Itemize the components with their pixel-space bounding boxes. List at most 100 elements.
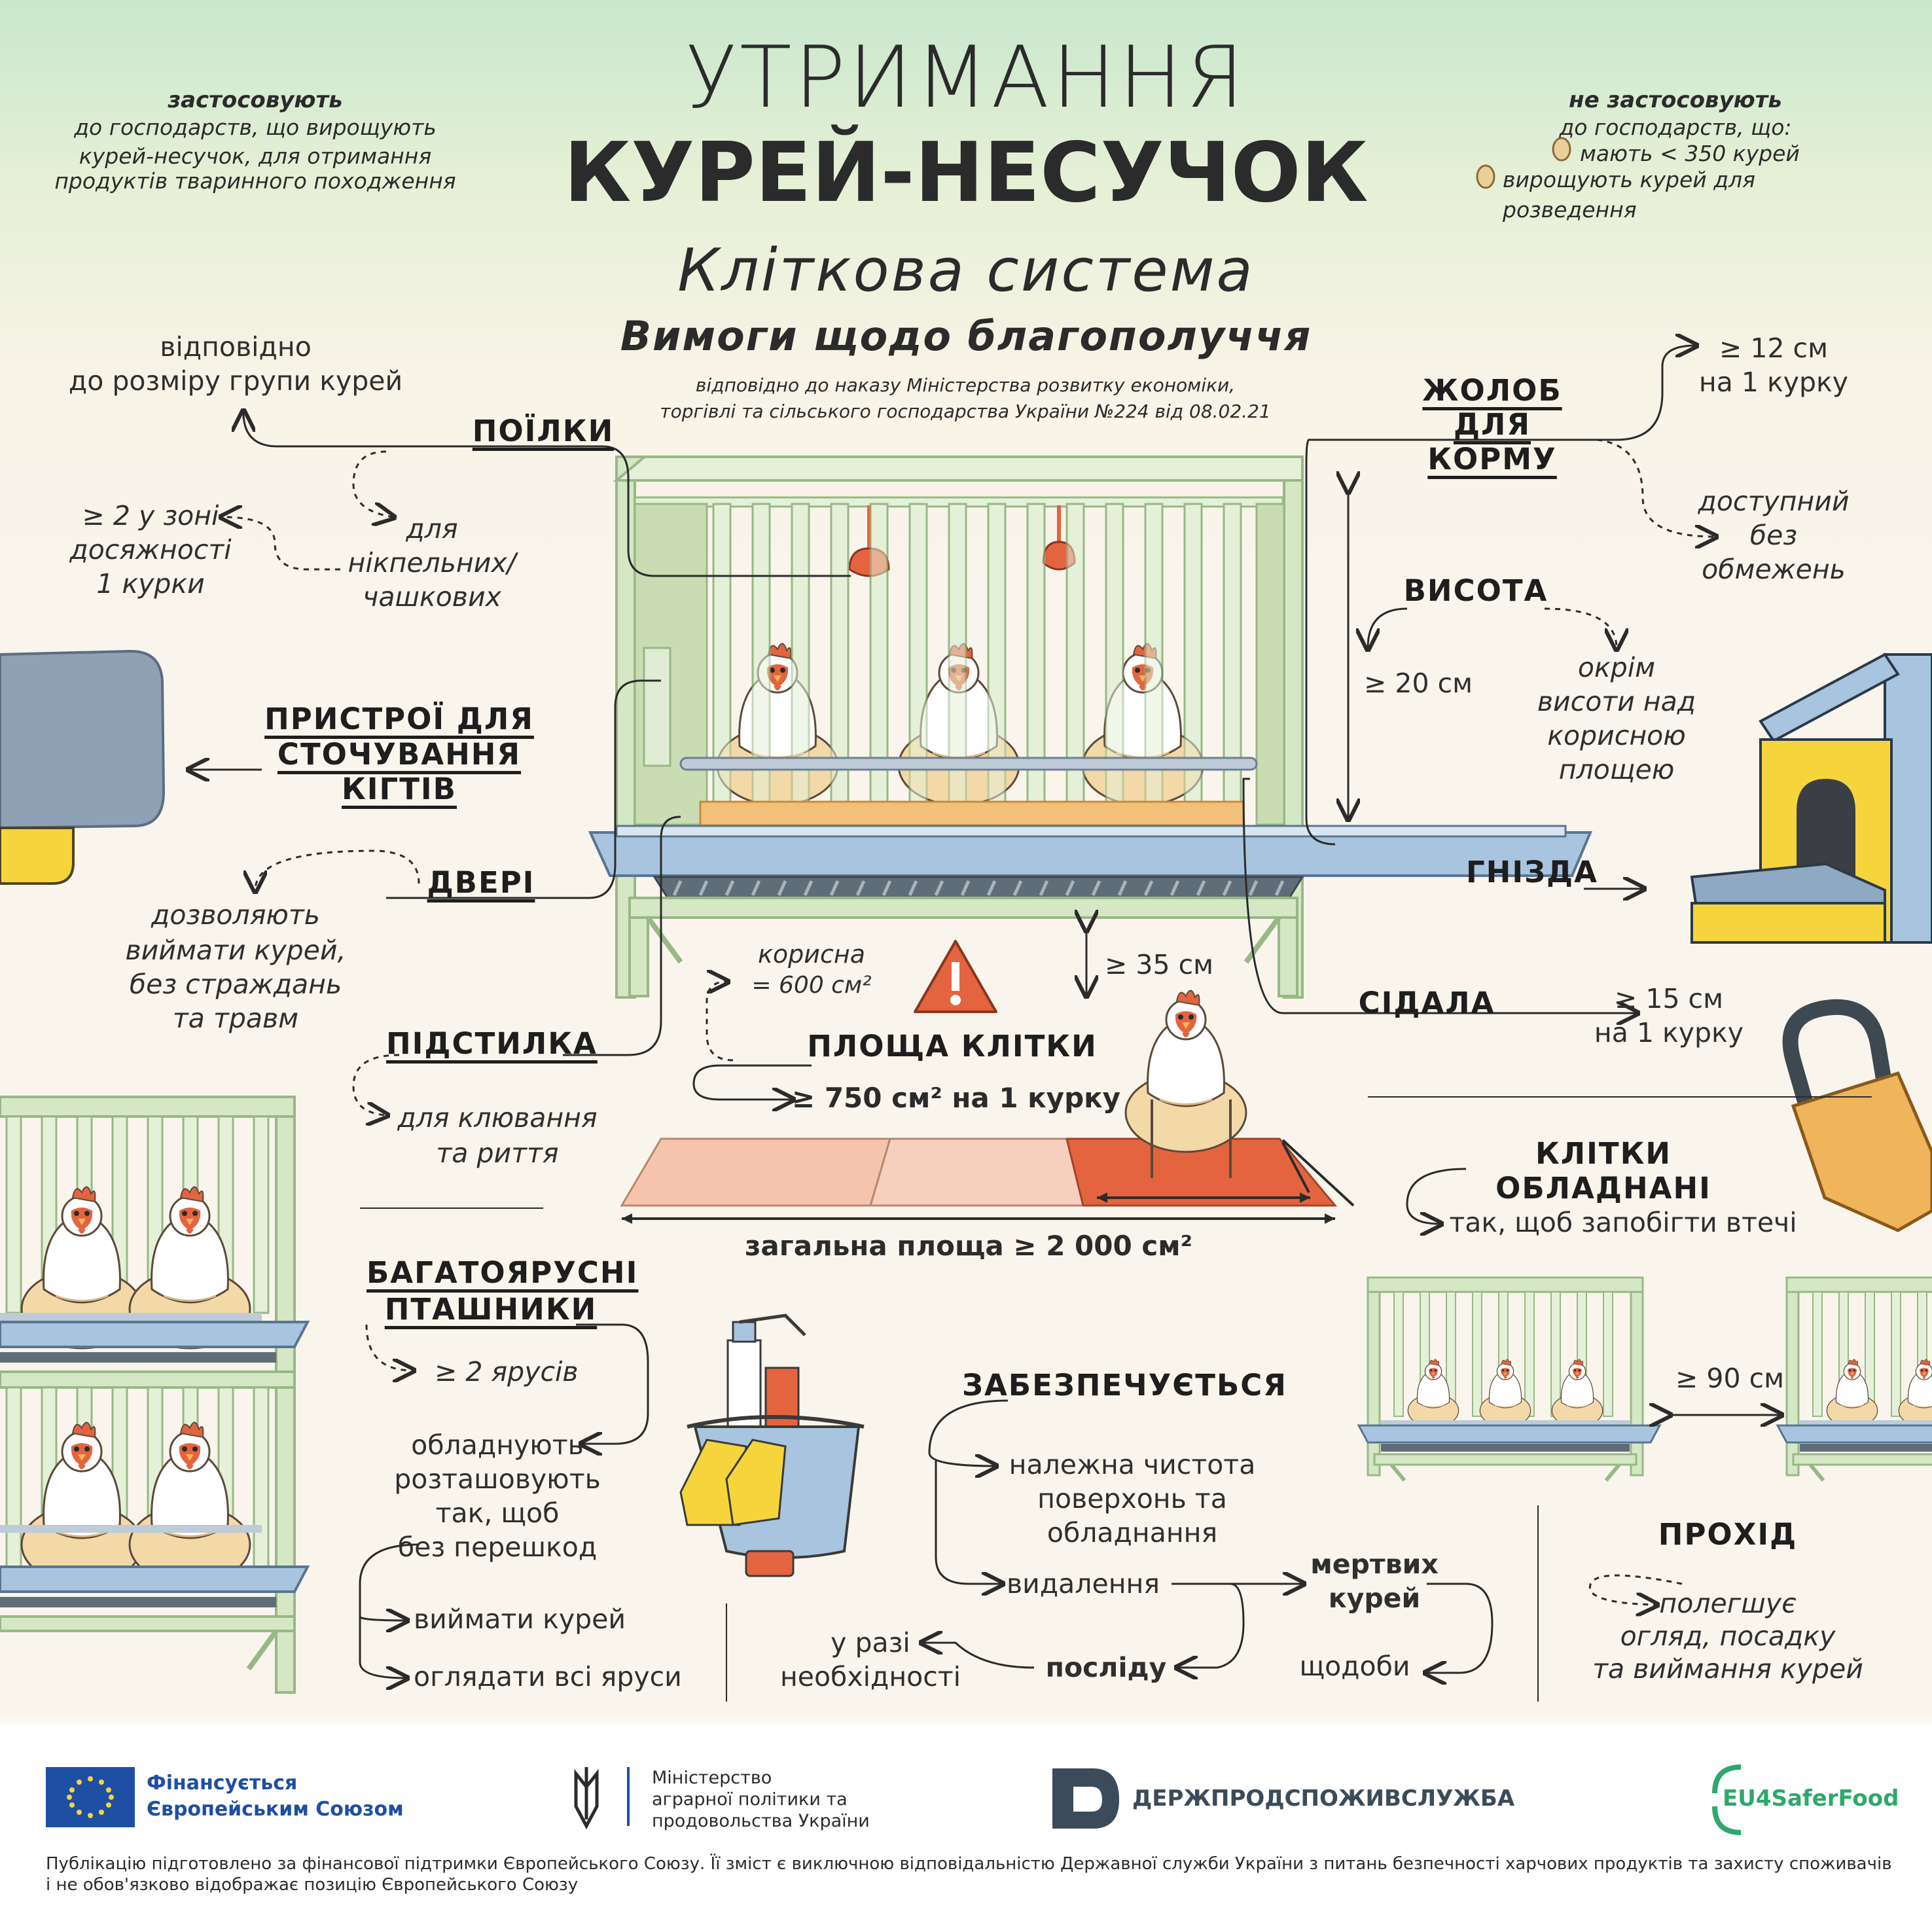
eu-funded-1: Фінансується (147, 1772, 298, 1795)
not-applies-item-1: мають < 350 курей (1580, 141, 1800, 166)
aisle-note-1: полегшує (1659, 1588, 1797, 1619)
height-note-4: площею (1558, 754, 1675, 785)
perch-label: СІДАЛА (1358, 986, 1495, 1020)
provided-note-1a: належна чистота (1009, 1449, 1256, 1480)
drinkers-note-2c: 1 курки (96, 568, 205, 599)
aisle-note-2: огляд, посадку (1620, 1620, 1836, 1652)
drinkers-note-2b: досяжності (69, 534, 232, 565)
perch-note-1: ≥ 15 см (1614, 983, 1724, 1014)
drinkers-note-3c: чашкових (363, 581, 501, 613)
litter-label: ПІДСТИЛКА (386, 1026, 598, 1061)
dps-name: ДЕРЖПРОДСПОЖИВСЛУЖБА (1132, 1785, 1515, 1812)
tiers-note-1: ≥ 2 ярусів (435, 1356, 579, 1387)
tiers-note-2d: без перешкод (397, 1531, 598, 1563)
doors-note-2: виймати курей, (125, 935, 346, 966)
useful-area-2: = 600 см² (751, 972, 872, 999)
removal: видалення (1007, 1568, 1160, 1600)
title-line-2: КУРЕЙ-НЕСУЧОК (564, 124, 1368, 221)
drinkers-note-2a: ≥ 2 у зоні (82, 500, 219, 531)
area-per-hen: ≥ 750 см² на 1 курку (792, 1082, 1121, 1114)
main-cage-illustration (588, 456, 1593, 999)
applies-line-3: продуктів тваринного походження (54, 168, 456, 194)
dead-hens-1: мертвих (1310, 1548, 1439, 1580)
cage-area-diagram (620, 989, 1355, 1224)
feeder-note-2c: обмежень (1702, 554, 1846, 585)
feeder-label-2: ДЛЯ КОРМУ (1427, 407, 1557, 476)
feeder-note-1b: на 1 курку (1698, 367, 1849, 398)
floor-clearance-value: ≥ 35 см (1105, 949, 1214, 980)
nest-box-icon (1690, 653, 1932, 944)
applies-line-1: до господарств, що вирощують (74, 115, 437, 140)
dps-logo-icon (1052, 1768, 1119, 1829)
ministry-line-1: Міністерство (652, 1768, 772, 1788)
daily: щодоби (1299, 1651, 1410, 1682)
provided-label: ЗАБЕЗПЕЧУЄТЬСЯ (962, 1368, 1287, 1403)
tiers-label-2: ПТАШНИКИ (384, 1292, 598, 1327)
litter-note-1: для клювання (397, 1102, 598, 1134)
drinkers-label: ПОЇЛКИ (472, 414, 615, 448)
feeder-note-2b: без (1749, 520, 1798, 551)
claws-label-2: СТОЧУВАННЯ КІГТІВ (277, 737, 522, 806)
doors-note-3: без страждань (129, 969, 342, 1000)
cage-area-label: ПЛОЩА КЛІТКИ (807, 1029, 1098, 1064)
multi-tier-cages-illustration (0, 1096, 310, 1694)
disclaimer-2: і не обов'язково відображає позицію Євро… (46, 1875, 579, 1895)
equipped-label: КЛІТКИ ОБЛАДНАНІ (1495, 1136, 1711, 1206)
eu-flag-icon (46, 1767, 135, 1827)
if-needed-2: необхідності (779, 1661, 961, 1692)
manure: посліду (1045, 1652, 1167, 1683)
not-applies-heading: не застосовують (1569, 87, 1782, 113)
subtitle-welfare: Вимоги щодо благополуччя (620, 312, 1312, 360)
eu-funded-2: Європейським Союзом (147, 1798, 404, 1821)
source-line-1: відповідно до наказу Міністерства розвит… (695, 374, 1236, 396)
warning-icon (914, 940, 997, 1013)
egg-bullet-icon (1552, 137, 1571, 162)
egg-bullet-icon (1476, 164, 1495, 189)
doors-note-1: дозволяють (151, 899, 320, 931)
source-line-2: торгівлі та сільського господарства Укра… (660, 401, 1271, 422)
nests-label: ГНІЗДА (1466, 855, 1598, 889)
ministry-line-3: продовольства України (652, 1811, 870, 1831)
drinkers-note-3a: для (406, 513, 458, 545)
if-needed-1: у разі (831, 1627, 910, 1658)
disclaimer-1: Публікацію підготовлено за фінансової пі… (46, 1854, 1892, 1874)
ministry-line-2: аграрної політики та (652, 1789, 848, 1810)
not-applies-item-2: вирощують курей для розведення (1503, 167, 1755, 223)
eu4saferfood-logo-icon (1712, 1764, 1742, 1835)
trident-emblem-icon (574, 1767, 630, 1830)
dead-hens-2: курей (1328, 1583, 1421, 1614)
feeder-note-2a: доступний (1698, 486, 1850, 517)
litter-note-2: та риття (436, 1137, 559, 1169)
title-line-1: УТРИМАННЯ (685, 27, 1247, 127)
doors-note-4: та травм (172, 1003, 299, 1034)
aisle-cages-illustration (1357, 1278, 1932, 1480)
tiers-note-2a: обладнують (411, 1429, 584, 1461)
drinkers-note-1b: до розміру групи курей (68, 365, 403, 397)
height-note-2: висоти над (1537, 686, 1696, 717)
provided-note-1b: поверхонь та обладнання (1037, 1483, 1227, 1548)
height-label: ВИСОТА (1403, 573, 1548, 608)
claws-label-1: ПРИСТРОЇ ДЛЯ (264, 702, 534, 736)
equipped-note: так, щоб запобігти втечі (1449, 1207, 1797, 1238)
total-area: загальна площа ≥ 2 000 см² (745, 1230, 1192, 1262)
tiers-label-1: БАГАТОЯРУСНІ (367, 1255, 639, 1290)
padlock-icon (1782, 999, 1932, 1232)
not-applies-line-1: до господарств, що: (1559, 115, 1792, 140)
tiers-note-2c: так, щоб (435, 1497, 560, 1529)
eu4saferfood-name: EU4SaferFood (1723, 1785, 1899, 1812)
useful-area-1: корисна (757, 940, 866, 969)
feeder-note-1a: ≥ 12 см (1719, 332, 1829, 364)
height-note-1: окрім (1577, 652, 1656, 683)
tiers-note-3: виймати курей (414, 1603, 626, 1635)
drinkers-note-3b: нікпельних/ (348, 547, 516, 579)
drinkers-note-1a: відповідно (160, 331, 312, 363)
applies-heading: застосовують (168, 87, 343, 113)
aisle-label: ПРОХІД (1658, 1517, 1798, 1552)
feeder-label-1: ЖОЛОБ (1422, 373, 1562, 408)
tiers-note-4: оглядати всі яруси (414, 1661, 682, 1692)
height-value: ≥ 20 см (1364, 668, 1473, 699)
doors-label: ДВЕРІ (427, 865, 535, 900)
claw-device-icon (0, 649, 166, 885)
